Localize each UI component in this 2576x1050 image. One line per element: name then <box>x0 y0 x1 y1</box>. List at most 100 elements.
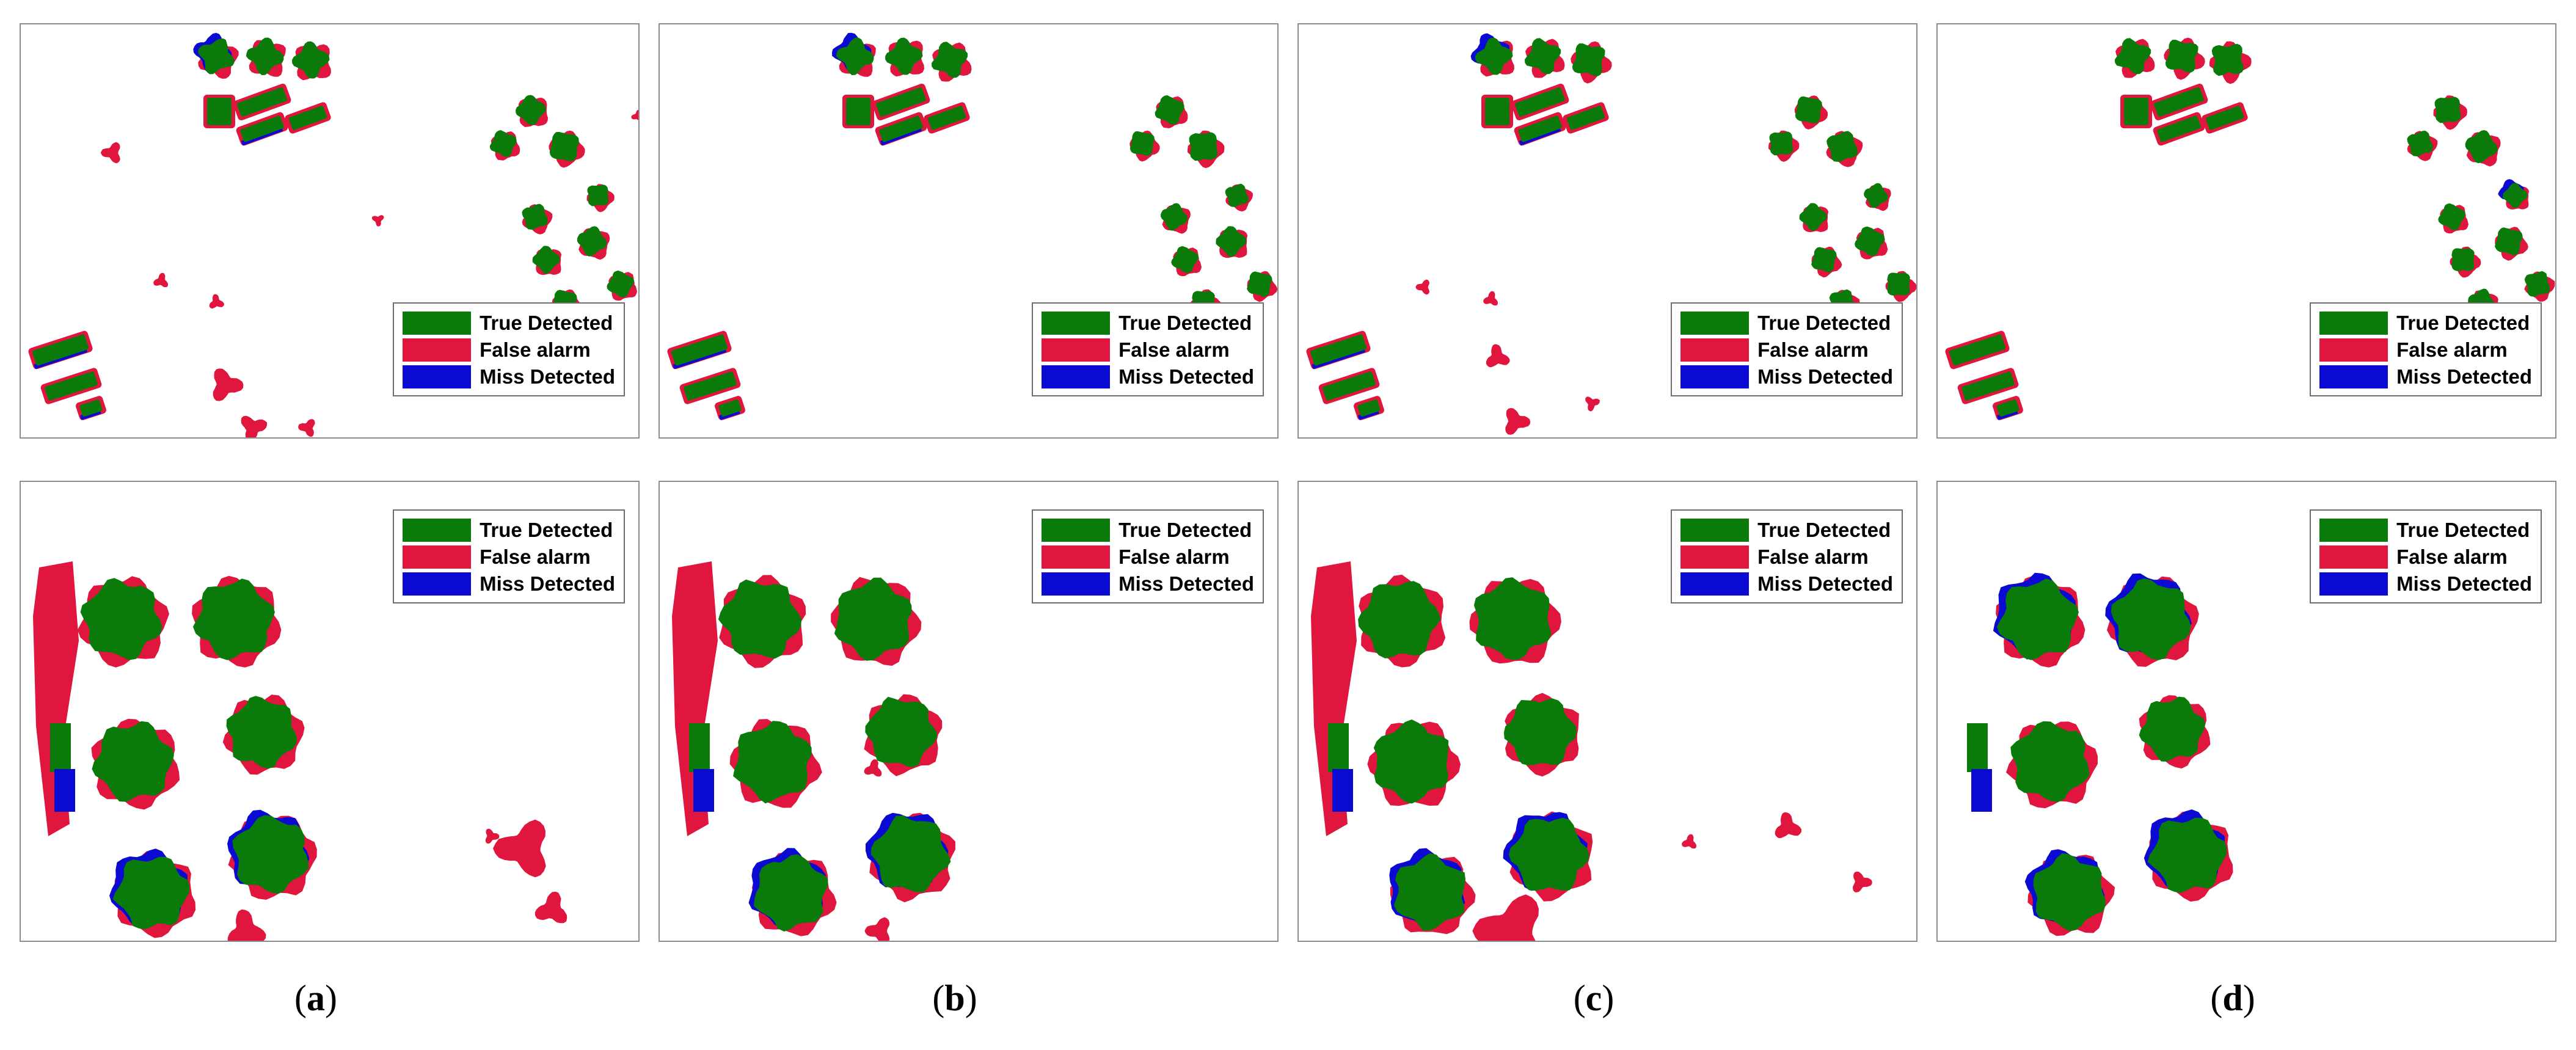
legend-item: Miss Detected <box>403 571 615 597</box>
building-strip <box>285 102 331 134</box>
true-detected-region <box>865 696 937 767</box>
true-detected-region <box>1518 115 1562 142</box>
building-strip <box>842 95 874 128</box>
true-detected-region <box>246 37 284 75</box>
true-detected-region <box>237 87 287 117</box>
legend-label: Miss Detected <box>1118 572 1254 595</box>
miss-detected-region <box>54 769 75 812</box>
true-detected-region <box>79 399 103 417</box>
false-alarm-noise <box>1415 279 1430 295</box>
true-detected-region <box>671 334 728 366</box>
legend-swatch <box>403 572 472 596</box>
legend-item: False alarm <box>403 544 615 571</box>
true-detected-region <box>689 723 710 772</box>
true-detected-region <box>288 106 327 130</box>
true-detected-region <box>2147 817 2227 893</box>
true-detected-region <box>2494 227 2523 256</box>
true-detected-region <box>1887 272 1910 296</box>
true-detected-region <box>607 270 634 297</box>
legend-label: Miss Detected <box>1757 365 1893 388</box>
true-detected-region <box>2451 248 2475 271</box>
true-detected-region <box>516 95 546 125</box>
true-detected-region <box>1795 96 1822 123</box>
building-strip <box>1945 330 2010 370</box>
true-detected-region <box>836 37 874 75</box>
detection-map-canvas <box>28 32 638 437</box>
true-detected-region <box>684 371 737 401</box>
true-detected-region <box>2111 578 2191 660</box>
legend-item: Miss Detected <box>2319 571 2532 597</box>
legend-item: Miss Detected <box>1680 363 1893 390</box>
true-detected-region <box>532 246 560 274</box>
false-alarm-noise <box>1682 834 1696 849</box>
true-detected-region <box>1572 43 1605 76</box>
legend-swatch <box>403 312 472 335</box>
true-detected-region <box>1473 577 1552 660</box>
legend-swatch <box>1680 365 1750 388</box>
building-strip <box>40 368 102 404</box>
true-detected-region <box>1515 87 1565 117</box>
false-alarm-noise <box>100 142 120 164</box>
true-detected-region <box>870 815 951 892</box>
legend-swatch <box>2319 365 2388 388</box>
legend-item: False alarm <box>1042 337 1254 363</box>
false-alarm-noise <box>1486 344 1510 368</box>
true-detected-region <box>2407 130 2433 157</box>
building-strip <box>1511 83 1569 121</box>
legend-swatch <box>1042 338 1111 362</box>
true-detected-region <box>2033 853 2106 932</box>
true-detected-region <box>489 130 517 157</box>
false-alarm-noise <box>209 294 224 309</box>
true-detected-region <box>2157 115 2201 142</box>
true-detected-region <box>1811 247 1837 273</box>
true-detected-region <box>2465 130 2498 164</box>
false-alarm-noise <box>1472 894 1539 941</box>
legend-item: False alarm <box>403 337 615 363</box>
true-detected-region <box>1247 271 1272 297</box>
legend-item: Miss Detected <box>1042 363 1254 390</box>
true-detected-region <box>522 203 548 230</box>
true-detected-region <box>754 854 828 932</box>
legend-swatch <box>1042 312 1111 335</box>
false-alarm-noise <box>241 415 268 437</box>
legend-item: True Detected <box>1042 310 1254 337</box>
true-detected-region <box>240 115 284 142</box>
true-detected-region <box>1864 183 1888 208</box>
false-alarm-region <box>672 561 718 836</box>
true-detected-region <box>1189 132 1218 161</box>
true-detected-region <box>885 37 923 75</box>
legend-label: True Detected <box>480 312 613 334</box>
true-detected-region <box>2502 183 2528 208</box>
true-detected-region <box>733 721 812 804</box>
true-detected-region <box>1358 581 1441 658</box>
false-alarm-noise <box>864 917 890 941</box>
caption-d: (d) <box>2210 978 2255 1018</box>
legend-label: True Detected <box>2396 312 2530 334</box>
false-alarm-noise <box>1483 291 1498 306</box>
building-strip <box>1306 330 1371 370</box>
false-alarm-noise <box>298 419 315 437</box>
legend-item: False alarm <box>1680 544 1893 571</box>
legend-label: False alarm <box>2396 338 2508 361</box>
legend-label: True Detected <box>1118 312 1252 334</box>
legend-item: True Detected <box>403 310 615 337</box>
true-detected-region <box>1216 226 1246 257</box>
false-alarm-noise <box>485 828 500 844</box>
legend-item: False alarm <box>1042 544 1254 571</box>
true-detected-region <box>718 399 742 417</box>
legend-label: False alarm <box>1118 545 1230 568</box>
building-strip <box>28 330 93 370</box>
legend-label: Miss Detected <box>2396 572 2532 595</box>
building-strip <box>1957 368 2019 404</box>
building-strip <box>1563 102 1609 134</box>
legend-swatch <box>1042 545 1111 569</box>
true-detected-region <box>2211 43 2244 76</box>
true-detected-region <box>2124 98 2148 125</box>
